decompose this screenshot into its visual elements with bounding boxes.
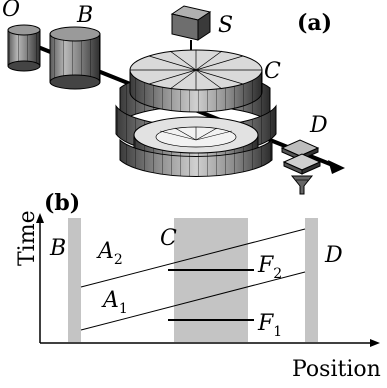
label-b-top: B bbox=[76, 3, 93, 28]
panel-a-tag: (a) bbox=[297, 10, 332, 36]
label-b: B bbox=[49, 236, 66, 261]
label-a1: A1 bbox=[101, 288, 128, 317]
panel-a: (a) O B S bbox=[2, 0, 345, 195]
label-d-top: D bbox=[309, 113, 328, 138]
label-d: D bbox=[324, 243, 343, 268]
y-axis-arrow bbox=[36, 213, 44, 223]
ring-c bbox=[115, 49, 277, 177]
detector-d bbox=[280, 139, 345, 195]
x-axis-arrow bbox=[370, 339, 380, 347]
x-axis-label: Position bbox=[292, 357, 381, 382]
label-f2: F2 bbox=[257, 253, 282, 282]
label-f1: F1 bbox=[257, 311, 282, 340]
label-a2: A2 bbox=[96, 239, 123, 268]
region-d-bar bbox=[305, 218, 318, 342]
label-s: S bbox=[218, 13, 233, 38]
label-o: O bbox=[2, 0, 20, 22]
y-axis-label: Time bbox=[15, 210, 40, 266]
cube-s bbox=[170, 5, 212, 66]
trajectory-a1 bbox=[80, 271, 306, 331]
cylinder-b bbox=[49, 26, 101, 90]
panel-b-tag: (b) bbox=[44, 190, 80, 216]
trajectory-a2 bbox=[80, 228, 306, 288]
panel-b: (b) Time Position B C D A2 A1 F2 F1 bbox=[15, 190, 381, 382]
label-c-top: C bbox=[264, 59, 281, 84]
cylinder-o bbox=[7, 24, 41, 72]
region-c-block bbox=[174, 218, 248, 342]
region-b-bar bbox=[68, 218, 81, 342]
label-c: C bbox=[160, 226, 177, 251]
